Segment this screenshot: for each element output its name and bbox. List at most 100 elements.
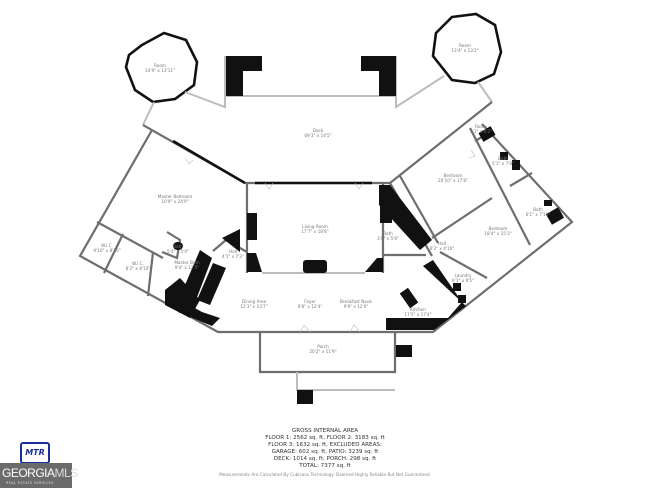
breakfast-nook-dims: 9'9" x 12'0"	[344, 304, 369, 309]
svg-text:Master Bedroom: Master Bedroom	[158, 194, 193, 199]
svg-text:5'1" x 7'8": 5'1" x 7'8"	[492, 161, 514, 166]
porch-name: Porch	[317, 344, 329, 349]
svg-text:Foyer: Foyer	[304, 299, 316, 304]
room-small-dims: 5'1" x 6'2"	[470, 129, 492, 134]
stairs-and-fixtures	[165, 126, 565, 404]
svg-text:Room: Room	[475, 124, 487, 129]
logo-brand-b: MLS	[54, 466, 79, 480]
svg-text:Bath: Bath	[383, 231, 393, 236]
hall-right-name: Hall	[438, 241, 446, 246]
bedroom-2-name: Bedroom	[489, 226, 508, 231]
svg-text:Hall: Hall	[438, 241, 446, 246]
kitchen-dims: 17'5" x 17'4"	[404, 312, 431, 317]
svg-text:Porch: Porch	[317, 344, 329, 349]
svg-text:20'10" x 17'8": 20'10" x 17'8"	[438, 178, 468, 183]
breakfast-nook-name: Breakfast Nook	[340, 299, 373, 304]
dining-area-dims: 12'3" x 13'7"	[240, 304, 267, 309]
svg-text:6'1" x 7'10": 6'1" x 7'10"	[526, 212, 551, 217]
deck-stairs-right	[361, 56, 396, 96]
svg-text:W.I.C.: W.I.C.	[101, 243, 113, 248]
svg-text:5'1" x 6'2": 5'1" x 6'2"	[470, 129, 492, 134]
svg-text:9'4" x 12'5": 9'4" x 12'5"	[175, 265, 200, 270]
bedroom-2-dims: 18'4" x 15'3"	[484, 231, 511, 236]
deck-dims: 69'3" x 14'5"	[304, 133, 331, 138]
foyer-name: Foyer	[304, 299, 316, 304]
room-right-dims: 13'4" x 13'2"	[451, 48, 478, 53]
wic-2-name: W.I.C.	[132, 261, 144, 266]
bath-center-dims: 3'8" x 5'6"	[377, 236, 399, 241]
kitchen-name: Kitchen	[410, 307, 426, 312]
living-room-name: Living Room	[302, 224, 328, 229]
wic-1-name: W.I.C.	[101, 243, 113, 248]
svg-text:Hall: Hall	[229, 249, 237, 254]
bath-small-dims: 5'4" x 5'0"	[167, 249, 189, 254]
bath-right-2-dims: 6'1" x 7'10"	[526, 212, 551, 217]
svg-text:13'4" x 13'2": 13'4" x 13'2"	[451, 48, 478, 53]
summary-line-2: FLOOR 3: 1632 sq. ft, EXCLUDED AREAS:	[268, 442, 382, 449]
deck-stairs-left	[226, 56, 262, 96]
wic-2-dims: 8'2" x 8'10"	[126, 266, 151, 271]
living-room-dims: 17'7" x 18'8"	[301, 229, 328, 234]
hall-left-name: Hall	[229, 249, 237, 254]
deck-name: Deck	[313, 128, 324, 133]
svg-text:3'8" x 5'6": 3'8" x 5'6"	[377, 236, 399, 241]
svg-text:Living Room: Living Room	[302, 224, 328, 229]
master-bedroom-dims: 10'9" x 24'9"	[161, 199, 188, 204]
master-bedroom-name: Master Bedroom	[158, 194, 193, 199]
logo-brand: GEORGIAMLS	[2, 466, 78, 480]
svg-text:Laundry: Laundry	[454, 273, 472, 278]
hall-left-dims: 4'1" x 7'3"	[222, 254, 244, 259]
dining-area-name: Dining Area	[242, 299, 267, 304]
bath-center-name: Bath	[383, 231, 393, 236]
area-summary: GROSS INTERNAL AREA FLOOR 1: 2562 sq. ft…	[200, 428, 450, 478]
logo-tagline: REAL ESTATE SERVICES	[6, 481, 54, 485]
bath-right-1-name: Bath	[498, 156, 508, 161]
svg-text:9'9" x 12'0": 9'9" x 12'0"	[344, 304, 369, 309]
svg-text:10'9" x 24'9": 10'9" x 24'9"	[161, 199, 188, 204]
door-swings	[184, 149, 476, 333]
svg-text:18'4" x 15'3": 18'4" x 15'3"	[484, 231, 511, 236]
svg-text:9'8" x 12'4": 9'8" x 12'4"	[298, 304, 323, 309]
svg-text:Bath: Bath	[533, 207, 543, 212]
svg-text:8'2" x 8'10": 8'2" x 8'10"	[126, 266, 151, 271]
porch-dims: 20'2" x 11'9"	[309, 349, 336, 354]
wic-1-dims: 9'10" x 8'10"	[93, 248, 120, 253]
logo-brand-a: GEORGIA	[2, 466, 55, 480]
svg-text:12'3" x 13'7": 12'3" x 13'7"	[240, 304, 267, 309]
summary-line-3: GARAGE: 602 sq. ft, PATIO: 3239 sq. ft	[271, 449, 379, 456]
room-right-name: Room	[459, 43, 471, 48]
svg-text:Bedroom: Bedroom	[444, 173, 463, 178]
foyer-dims: 9'8" x 12'4"	[298, 304, 323, 309]
bath-right-2-name: Bath	[533, 207, 543, 212]
svg-text:14'9" x 13'11": 14'9" x 13'11"	[145, 68, 175, 73]
logo-bar	[0, 463, 72, 488]
svg-text:5'4" x 5'0": 5'4" x 5'0"	[167, 249, 189, 254]
svg-text:6'1" x 9'5": 6'1" x 9'5"	[452, 278, 474, 283]
svg-text:Bedroom: Bedroom	[489, 226, 508, 231]
bedroom-1-name: Bedroom	[444, 173, 463, 178]
octagon-room-left	[124, 31, 199, 104]
summary-line-4: DECK: 1014 sq. ft, PORCH: 298 sq. ft	[273, 456, 377, 463]
svg-text:W.I.C.: W.I.C.	[132, 261, 144, 266]
svg-text:Room: Room	[459, 43, 471, 48]
master-bath-name: Master Bath	[174, 260, 200, 265]
mtr-logo: MTR	[20, 442, 50, 464]
georgia-mls-logo: MTR GEORGIAMLS REAL ESTATE SERVICES	[0, 440, 78, 488]
octagon-room-right	[431, 12, 503, 85]
bath-right-1-dims: 5'1" x 7'8"	[492, 161, 514, 166]
svg-text:17'7" x 18'8": 17'7" x 18'8"	[301, 229, 328, 234]
room-small-name: Room	[475, 124, 487, 129]
summary-note: Measurements Are Calculated By Cubicasa …	[219, 471, 431, 477]
svg-text:Room: Room	[154, 63, 166, 68]
room-labels: Room 14'9" x 13'11" Room 13'4" x 13'2" D…	[93, 43, 550, 354]
svg-text:69'3" x 14'5": 69'3" x 14'5"	[304, 133, 331, 138]
svg-text:Master Bath: Master Bath	[174, 260, 200, 265]
svg-text:17'5" x 17'4": 17'5" x 17'4"	[404, 312, 431, 317]
svg-text:Deck: Deck	[313, 128, 324, 133]
laundry-dims: 6'1" x 9'5"	[452, 278, 474, 283]
svg-text:Bath: Bath	[498, 156, 508, 161]
summary-total: TOTAL: 7377 sq. ft	[299, 463, 351, 470]
svg-text:20'2" x 11'9": 20'2" x 11'9"	[309, 349, 336, 354]
svg-text:Breakfast Nook: Breakfast Nook	[340, 299, 373, 304]
